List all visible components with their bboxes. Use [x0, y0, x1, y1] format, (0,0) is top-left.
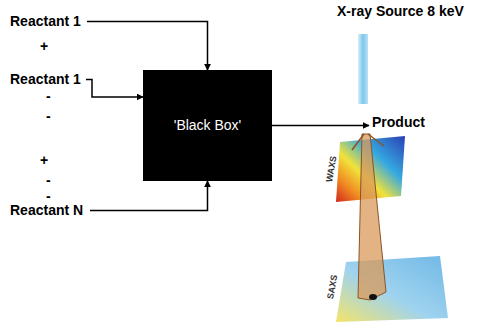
detector-label: WAXS	[324, 155, 338, 183]
reactant-node: Reactant 1	[10, 71, 83, 88]
source-label: X-ray Source 8 keV	[337, 3, 464, 19]
beam-stop	[369, 294, 377, 300]
black-box: 'Black Box'	[143, 70, 272, 181]
ellipsis-mark: -	[46, 188, 51, 204]
saxs-detector	[336, 256, 448, 322]
node-text: Reactant 1	[10, 71, 83, 88]
waxs-ray	[352, 134, 364, 150]
detector-label: SAXS	[325, 274, 339, 300]
xray-beam	[358, 34, 368, 104]
ellipsis-mark: -	[46, 88, 51, 104]
flow-arrow	[87, 22, 208, 71]
ellipsis-mark: -	[46, 172, 51, 188]
node-text: 'Black Box'	[174, 117, 242, 134]
flow-arrow	[90, 181, 208, 211]
waxs-ray	[368, 134, 384, 146]
reactant-node: Reactant 1	[10, 13, 83, 30]
node-text: Reactant N	[10, 202, 86, 219]
node-text: Reactant 1	[10, 13, 83, 30]
flow-arrow	[272, 125, 369, 127]
node-text: Product	[372, 114, 427, 131]
scattered-beam-cone	[358, 134, 386, 300]
plus-sign: +	[40, 152, 48, 168]
reactant-node: Product	[372, 114, 427, 131]
plus-sign: +	[40, 38, 48, 54]
reactant-node: Reactant N	[10, 202, 86, 219]
ellipsis-mark: -	[46, 108, 51, 124]
flow-arrow	[86, 80, 143, 98]
